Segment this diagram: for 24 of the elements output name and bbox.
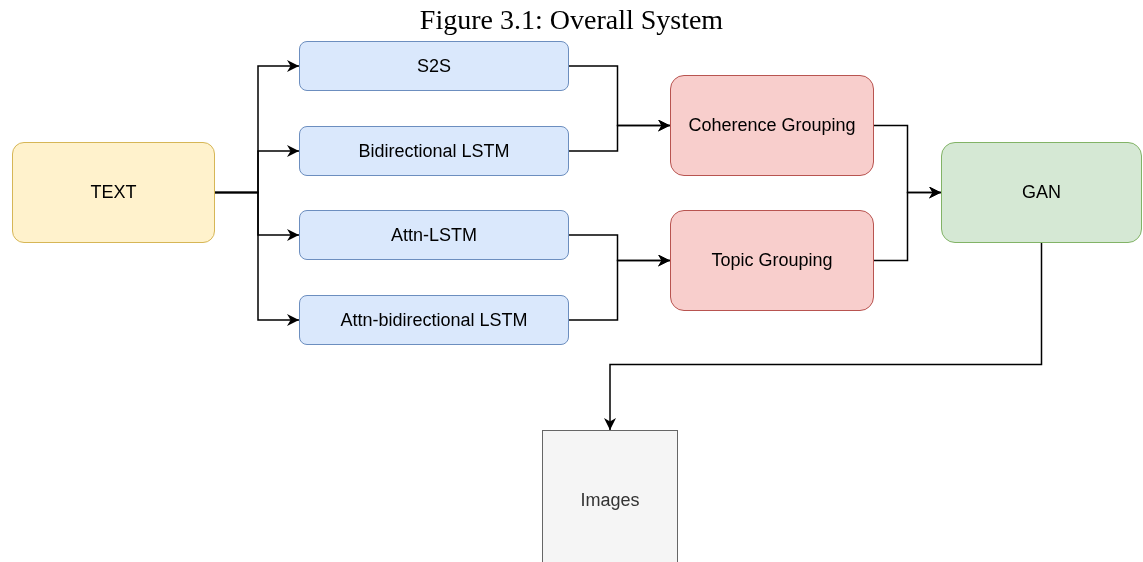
node-label: S2S (417, 55, 451, 77)
node-label: TEXT (90, 182, 137, 203)
input-box (12, 142, 215, 243)
node-label: GAN (1022, 182, 1061, 203)
node-label: Topic Grouping (711, 250, 833, 271)
node-label: Bidirectional LSTM (358, 140, 510, 162)
arrow (214, 191, 300, 326)
node-label: Attn-LSTM (391, 224, 477, 246)
arrow (604, 242, 1043, 431)
node-label: Images (580, 489, 640, 511)
figure-title: Figure 3.1: Overall System (419, 4, 724, 35)
arrow (568, 254, 671, 321)
arrow (873, 186, 942, 262)
model-box (299, 210, 569, 260)
output-box (542, 430, 678, 562)
model-box (299, 295, 569, 345)
model-box (299, 41, 569, 91)
grouping-box (670, 75, 874, 176)
generator-box (941, 142, 1142, 243)
model-box (299, 126, 569, 176)
node-label: Attn-bidirectional LSTM (340, 309, 528, 331)
arrow (568, 119, 671, 152)
node-label: Coherence Grouping (688, 115, 856, 136)
grouping-box (670, 210, 874, 311)
